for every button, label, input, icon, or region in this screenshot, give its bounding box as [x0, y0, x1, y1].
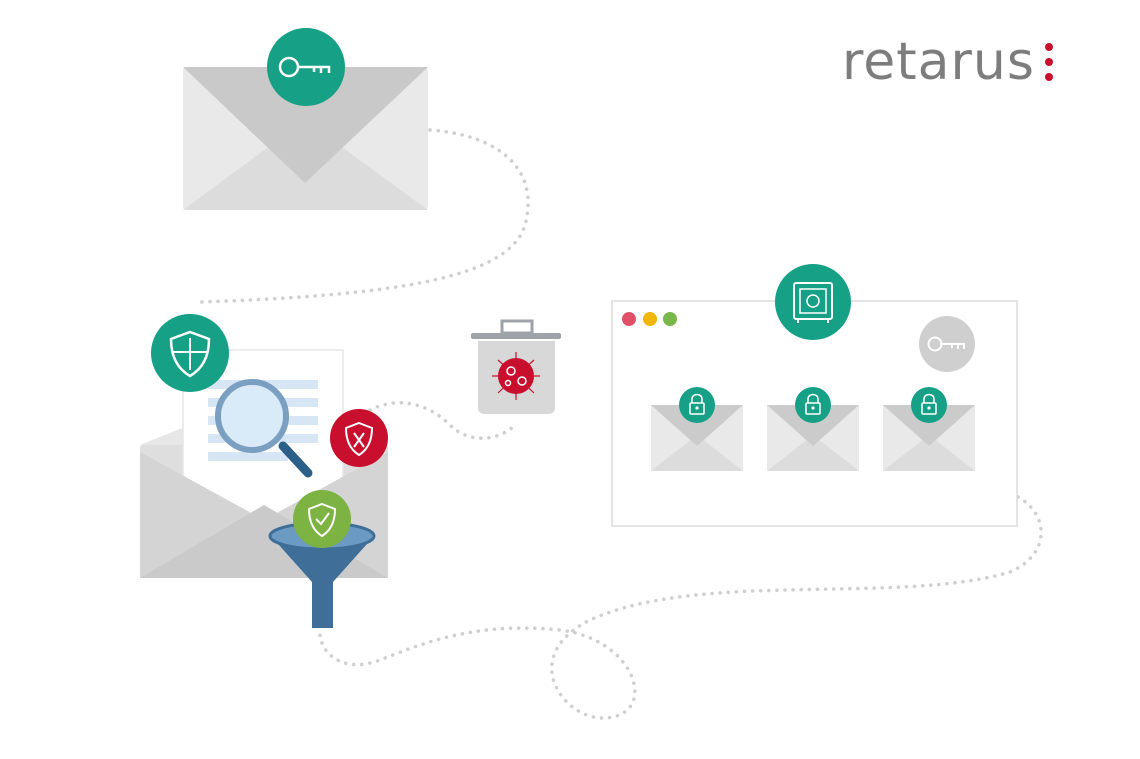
shield-plus-icon — [151, 314, 229, 392]
shield-check-icon — [293, 490, 351, 548]
lock-icon — [795, 387, 831, 423]
top-envelope — [183, 67, 428, 210]
window-maximize-dot — [663, 312, 677, 326]
locked-envelope-1 — [651, 405, 743, 471]
locked-envelope-2 — [767, 405, 859, 471]
magnifier-icon — [215, 379, 313, 478]
brand-dots-icon — [1044, 43, 1053, 81]
shield-x-icon — [330, 409, 388, 467]
lock-icon — [679, 387, 715, 423]
vault-key-icon — [919, 316, 975, 372]
lock-icon — [911, 387, 947, 423]
brand-wordmark: retarus — [842, 32, 1035, 92]
window-minimize-dot — [643, 312, 657, 326]
brand-logo: retarus — [842, 30, 1053, 94]
dotted-flow-path — [198, 128, 1043, 720]
window-close-dot — [622, 312, 636, 326]
key-icon — [267, 28, 345, 106]
trash-virus-icon — [471, 319, 561, 414]
safe-vault-icon — [775, 264, 851, 340]
